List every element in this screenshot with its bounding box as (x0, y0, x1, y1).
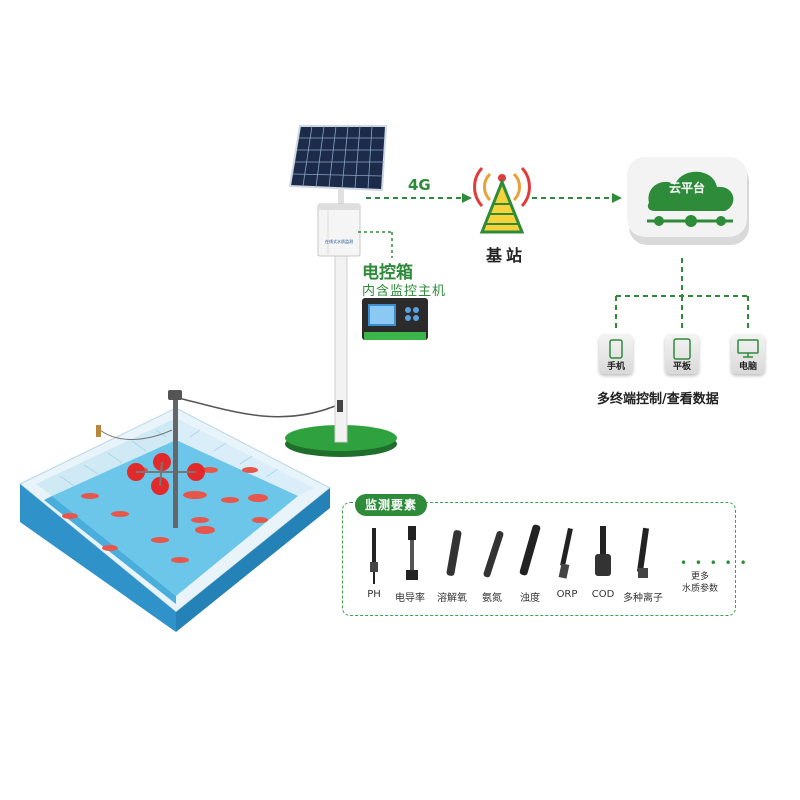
probe-ammonia-icon (483, 531, 504, 578)
probe-cod-icon (595, 526, 611, 576)
probe-label-ph: PH (367, 589, 381, 600)
control-box-title: 电控箱 (362, 263, 413, 283)
probe-label-cod: COD (591, 589, 615, 600)
terminal-phone-label: 手机 (606, 362, 625, 372)
phone-icon (609, 339, 623, 359)
terminal-computer-label: 电脑 (738, 362, 757, 372)
probe-turbidity-icon (519, 524, 541, 576)
probe-orp-icon (558, 527, 573, 579)
terminal-tablet: 平板 (665, 334, 699, 374)
monitoring-elements-panel (342, 502, 736, 616)
terminal-phone: 手机 (599, 334, 633, 374)
terminal-computer: 电脑 (731, 334, 765, 374)
link-label-4g: 4G (408, 176, 431, 194)
probe-do-icon (446, 530, 462, 576)
control-box-subtitle: 内含监控主机 (362, 284, 447, 299)
tablet-icon (673, 338, 691, 360)
panel-title: 监测要素 (355, 494, 427, 516)
probe-ph-icon (370, 528, 378, 584)
probe-label-conductivity: 电导率 (395, 593, 425, 604)
more-dots: • • • • • (680, 556, 749, 570)
terminal-tablet-label: 平板 (672, 362, 691, 372)
monitoring-host-device (362, 298, 428, 340)
monitor-icon (737, 339, 759, 358)
terminals-description: 多终端控制/查看数据 (597, 392, 719, 407)
probe-label-do: 溶解氧 (437, 593, 467, 604)
probe-label-ions: 多种离子 (623, 593, 663, 604)
more-line-1: 更多 (690, 572, 709, 582)
control-box-plate: 在线式水质监测 (325, 239, 353, 244)
probe-ions-icon (636, 527, 650, 578)
probe-conductivity-icon (406, 526, 418, 580)
cloud-platform: 云平台 (625, 155, 755, 250)
probe-label-orp: ORP (556, 589, 578, 600)
probe-label-turbidity: 浊度 (520, 593, 540, 604)
probe-icons (370, 524, 650, 584)
cloud-platform-label: 云平台 (669, 181, 706, 195)
base-station-label: 基站 (486, 246, 527, 265)
more-line-2: 水质参数 (681, 584, 718, 594)
cloud-platform-icon (627, 157, 749, 245)
probe-label-ammonia: 氨氮 (482, 593, 502, 604)
more-params-label: 更多 水质参数 (670, 571, 730, 595)
base-station-icon (473, 166, 531, 234)
